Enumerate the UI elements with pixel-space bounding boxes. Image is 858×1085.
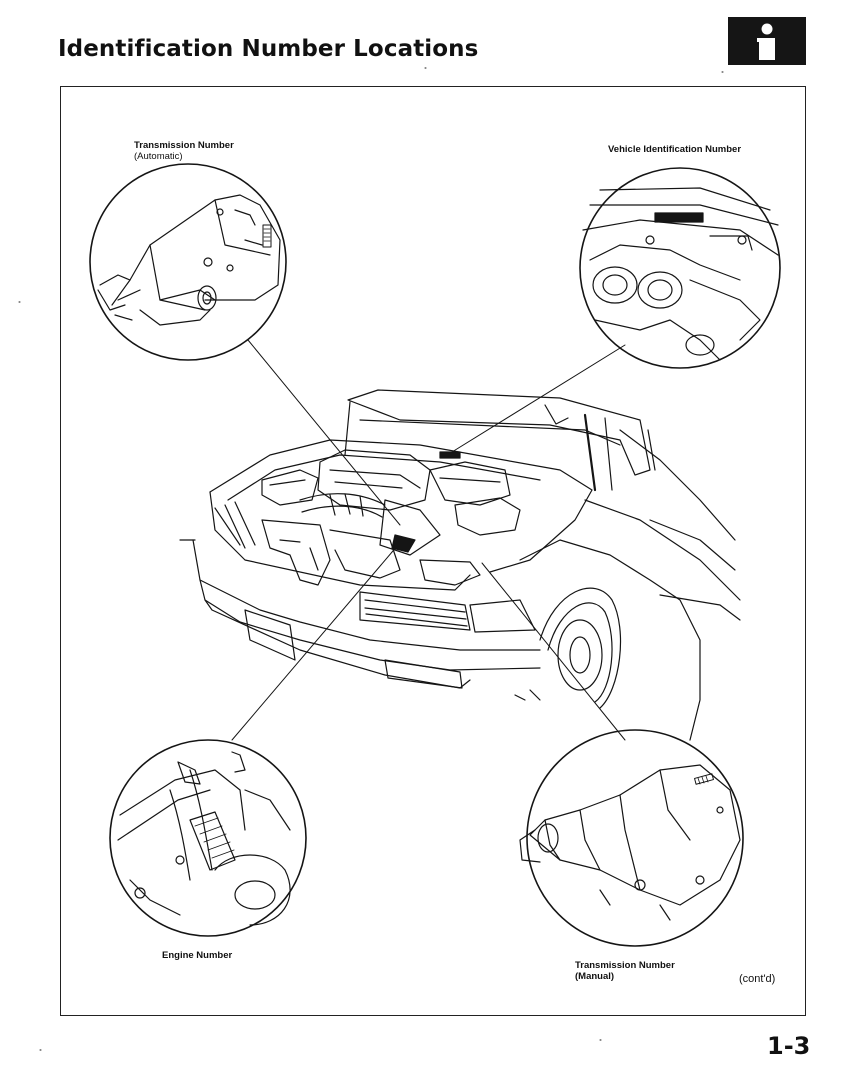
page-number: 1-3 <box>767 1032 811 1060</box>
scan-specks <box>18 67 724 1051</box>
leader-lines <box>231 339 626 741</box>
label-transmission-automatic-line2: (Automatic) <box>134 151 183 162</box>
continued-note: (cont'd) <box>739 973 776 985</box>
transmission-manual-inset <box>519 729 744 947</box>
label-transmission-automatic: Transmission Number (Automatic) <box>134 140 234 162</box>
label-transmission-manual-line2: (Manual) <box>575 971 615 982</box>
info-icon <box>757 23 775 60</box>
label-engine-number: Engine Number <box>162 950 232 961</box>
label-vehicle-identification-number: Vehicle Identification Number <box>608 144 741 155</box>
label-transmission-automatic-line1: Transmission Number <box>134 140 234 151</box>
label-transmission-manual: Transmission Number (Manual) <box>575 960 675 982</box>
vin-inset <box>579 167 781 369</box>
info-badge <box>728 17 806 65</box>
label-engine-line1: Engine Number <box>162 950 233 961</box>
car-illustration <box>179 389 741 741</box>
label-transmission-manual-line1: Transmission Number <box>575 960 675 971</box>
engine-inset <box>109 739 307 937</box>
page-title: Identification Number Locations <box>58 36 479 62</box>
transmission-auto-inset <box>89 163 287 361</box>
diagram-frame <box>60 86 806 1016</box>
label-vin-line1: Vehicle Identification Number <box>608 144 742 155</box>
